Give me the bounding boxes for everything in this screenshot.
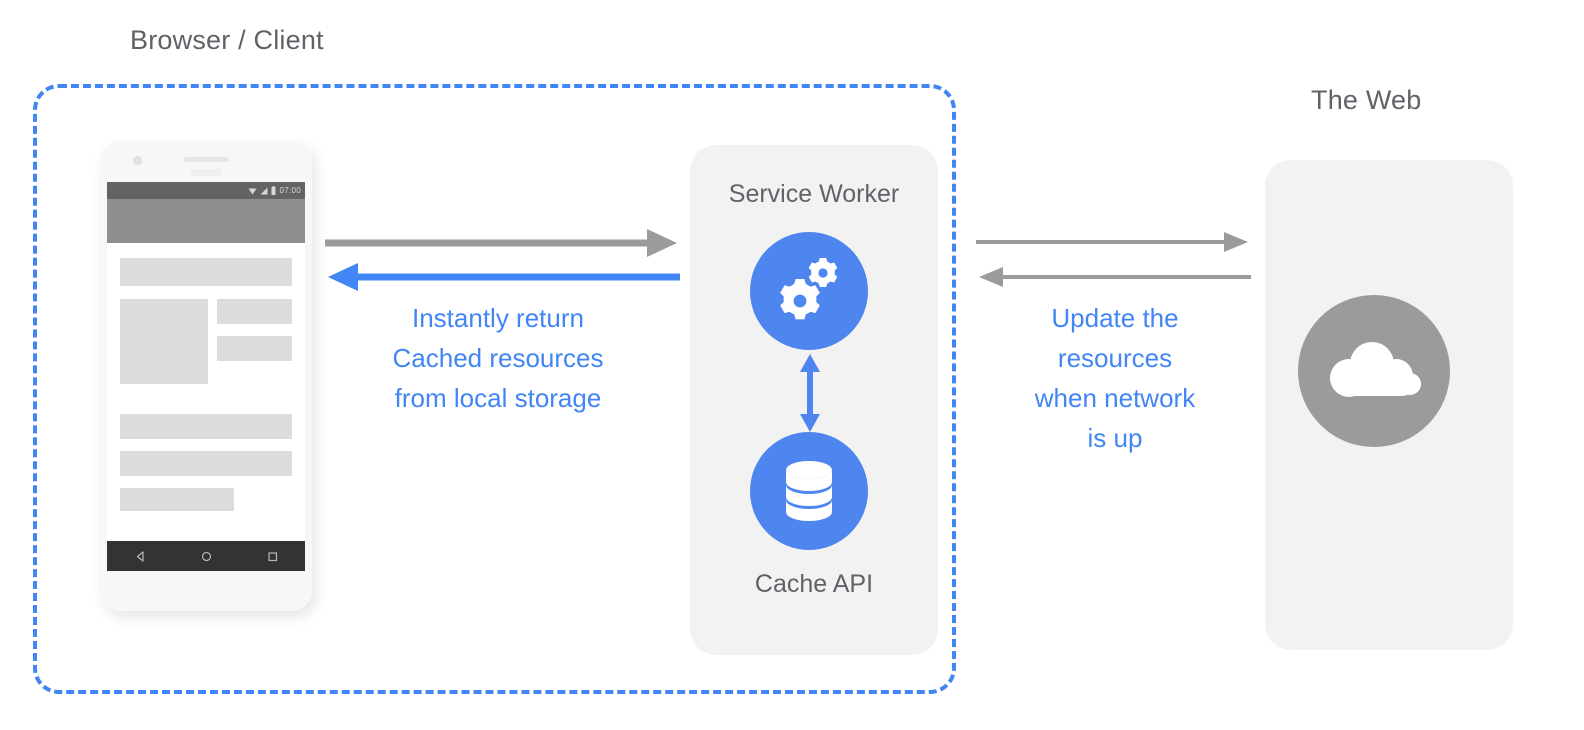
left-annotation-line-3: from local storage: [394, 383, 602, 413]
phone-sensor: [191, 169, 221, 176]
wireframe-line-block: [120, 451, 292, 476]
service-worker-card: Service Worker Cache API: [690, 145, 938, 655]
wifi-icon: [248, 188, 257, 194]
cloud-icon-badge: [1298, 295, 1450, 447]
sw-cache-bidirectional-arrow: [800, 354, 820, 432]
phone-screen: 07:00: [107, 182, 305, 571]
wireframe-row: [120, 299, 292, 384]
wireframe-hero-block: [120, 258, 292, 286]
cellular-signal-icon: [260, 187, 268, 194]
right-annotation-line-2: resources: [1057, 343, 1173, 373]
battery-icon: [271, 186, 276, 195]
wireframe-image-block: [120, 299, 208, 384]
recents-square-icon: [267, 551, 277, 561]
gears-icon: [780, 258, 838, 320]
phone-app-bar: [107, 199, 305, 243]
left-annotation-line-1: Instantly return: [412, 303, 584, 333]
service-worker-icon-badge: [750, 232, 868, 350]
back-triangle-icon: [136, 550, 144, 562]
right-annotation: Update the resources when network is up: [995, 298, 1235, 458]
wireframe-text-block: [217, 336, 292, 361]
wireframe-line-block: [120, 414, 292, 439]
phone-navigation-bar: [107, 541, 305, 571]
phone-to-sw-request-arrow: [325, 229, 677, 257]
browser-client-boundary: [33, 84, 956, 694]
the-web-title: The Web: [1311, 85, 1422, 115]
phone-chin: [100, 571, 312, 611]
service-worker-label: Service Worker: [728, 180, 900, 208]
right-annotation-line-4: is up: [1087, 423, 1143, 453]
cache-api-label: Cache API: [754, 570, 874, 598]
wireframe-column: [217, 299, 292, 384]
cache-api-icon-badge: [750, 432, 868, 550]
sw-to-web-request-arrow: [976, 232, 1248, 252]
phone-camera-icon: [133, 156, 142, 165]
web-to-sw-response-arrow: [979, 267, 1251, 287]
phone-earpiece: [183, 157, 229, 162]
phone-status-bar: 07:00: [107, 182, 305, 199]
home-circle-icon: [201, 551, 211, 561]
cloud-icon: [1330, 342, 1421, 397]
browser-client-title: Browser / Client: [130, 25, 324, 55]
left-annotation: Instantly return Cached resources from l…: [350, 298, 646, 418]
right-annotation-line-3: when network: [1034, 383, 1196, 413]
left-annotation-line-2: Cached resources: [392, 343, 604, 373]
right-annotation-line-1: Update the: [1051, 303, 1179, 333]
phone-content-wireframe: [107, 243, 305, 511]
sw-to-phone-response-arrow: [328, 263, 680, 291]
phone-status-time: 07:00: [279, 186, 301, 195]
database-icon: [786, 461, 832, 521]
wireframe-text-block: [217, 299, 292, 324]
phone-mockup: 07:00: [100, 141, 312, 611]
wireframe-line-block: [120, 488, 234, 511]
